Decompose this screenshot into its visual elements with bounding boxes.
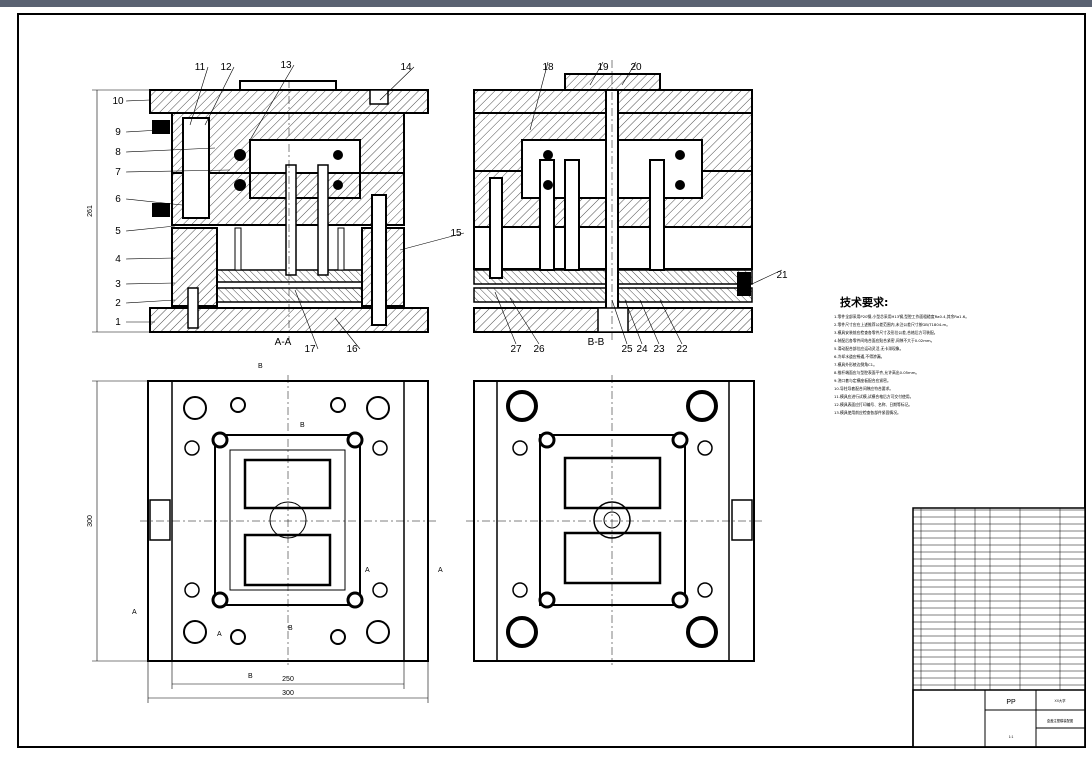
part-callout: 24 [636,344,648,355]
tech-requirement-line: 8.推杆端面应与型腔表面平齐,允许高出0.05mm。 [834,370,919,375]
part-callout: 6 [115,194,121,205]
school-text: XX大学 [1055,698,1067,703]
cut-plane-mark: A [217,631,222,638]
part-callout: 15 [450,228,462,239]
part-callout: 12 [220,62,232,73]
part-callout: 26 [533,344,545,355]
section-title: A-A [275,337,292,348]
part-callout: 25 [621,344,633,355]
part-callout: 17 [304,344,316,355]
tech-requirement-line: 12.模具表面应打印编号、名称、日期等标记。 [834,402,912,407]
part-callout: 23 [653,344,665,355]
part-callout: 7 [115,167,121,178]
tech-requirement-line: 7.模具外形棱边倒角C1。 [834,362,877,367]
cut-plane-mark: B [248,673,253,680]
title-block: PP XX大学 盒盖注塑模装配图 1:1 [912,507,1086,748]
technical-requirements: 技术要求: 1.零件全部采用P20钢,小型芯采用H13钢,型腔工作面粗糙度Ra0… [834,295,969,415]
tech-requirement-line: 1.零件全部采用P20钢,小型芯采用H13钢,型腔工作面粗糙度Ra0.4,其余R… [834,314,969,319]
tech-requirement-line: 3.模具安装前应检查各零件尺寸及形位公差,合格后方可装配。 [834,330,938,335]
tech-requirement-line: 9.浇口套与定模座板配合应紧密。 [834,378,891,383]
tech-requirement-line: 13.模具使用前应检查各部件紧固情况。 [834,410,901,415]
part-callout: 2 [115,298,121,309]
section-title: B-B [588,337,605,348]
part-callout: 19 [597,62,609,73]
drawing-name-text: 盒盖注塑模装配图 [1047,718,1074,723]
dimension-value: 300 [282,690,294,697]
plan-view-moving-half [140,375,436,665]
part-callout: 21 [776,270,788,281]
part-callout: 1 [115,317,121,328]
part-callout: 4 [115,254,121,265]
tech-requirement-line: 2.零件尺寸应在上述推荐公差范围内,未注公差尺寸按GB/T1804-m。 [834,322,950,327]
cut-plane-mark: B [300,422,305,429]
part-callout: 5 [115,226,121,237]
section-view-a-a [149,80,429,340]
dimension-value: 250 [282,676,294,683]
part-callout: 13 [280,60,292,71]
part-callout: 11 [195,62,206,73]
dimension-lines [92,89,429,703]
part-callout: 8 [115,147,121,158]
material-text: PP [1006,699,1016,706]
tech-requirement-line: 6.冷却水道应畅通,不得渗漏。 [834,354,884,359]
cut-plane-mark: B [258,363,263,370]
tech-requirement-line: 10.导柱导套配合间隙应符合要求。 [834,386,893,391]
part-callout: 16 [346,344,358,355]
cut-plane-mark: A [132,609,137,616]
scale-text: 1:1 [1009,735,1014,739]
part-callout: 14 [400,62,412,73]
part-callout: 22 [676,344,688,355]
tech-requirements-title: 技术要求: [840,295,888,309]
dimension-value: 261 [87,205,94,217]
cut-plane-mark: B [288,625,293,632]
part-callout: 3 [115,279,121,290]
window-top-bar [0,0,1092,7]
plan-view-fixed-half [466,375,762,665]
mold-assembly-drawing: 1234567891011121314151617181920212223242… [17,13,1086,748]
tech-requirement-line: 5.滑动配合部位应运动灵活,无卡滞现象。 [834,346,903,351]
part-callout: 20 [630,62,642,73]
tech-requirement-line: 11.模具应进行试模,试模合格后方可交付使用。 [834,394,913,399]
sheet-border [17,13,1086,748]
cut-plane-mark: A [365,567,370,574]
section-view-b-b [473,60,753,340]
part-callout: 10 [112,96,124,107]
tech-requirement-line: 4.装配后各零件间结合面应贴合紧密,间隙不大于0.02mm。 [834,338,934,343]
part-callout: 27 [510,344,522,355]
part-callout: 9 [115,127,121,138]
dimension-value: 300 [87,515,94,527]
part-callout: 18 [542,62,554,73]
cut-plane-mark: A [438,567,443,574]
